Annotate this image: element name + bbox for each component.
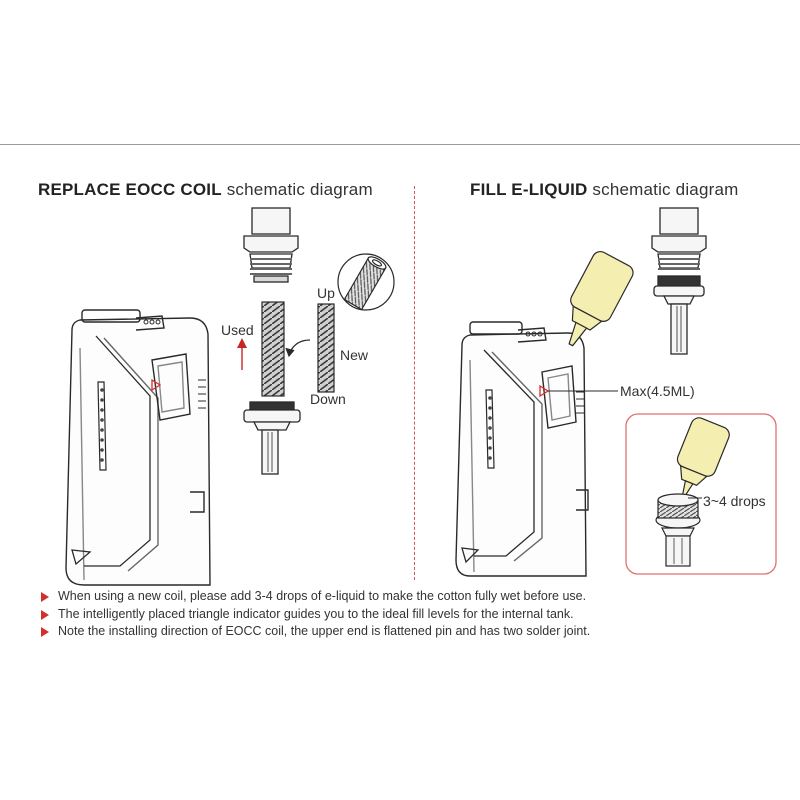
used-coil <box>261 301 285 397</box>
coil-magnifier <box>337 253 395 311</box>
triangle-bullet-icon <box>41 592 49 602</box>
note-item: The intelligently placed triangle indica… <box>38 606 778 624</box>
section-divider <box>414 186 415 580</box>
triangle-bullet-icon <box>41 609 49 620</box>
arrow-used <box>237 338 247 370</box>
arrow-swap <box>285 339 311 358</box>
label-up: Up <box>317 285 335 301</box>
top-cap-right <box>651 207 707 355</box>
note-item: Note the installing direction of EOCC co… <box>38 623 778 641</box>
label-new: New <box>340 347 369 363</box>
coil-base-left <box>243 401 301 475</box>
notes-list: When using a new coil, please add 3-4 dr… <box>38 588 778 641</box>
new-coil <box>317 303 335 393</box>
note-item: When using a new coil, please add 3-4 dr… <box>38 588 778 606</box>
label-used: Used <box>221 322 254 338</box>
label-drops: 3~4 drops <box>703 493 766 509</box>
fill-liquid-heading: FILL E-LIQUID schematic diagram <box>470 180 739 199</box>
label-down: Down <box>310 391 346 407</box>
drops-callout <box>625 413 777 575</box>
mod-device-left <box>65 309 211 586</box>
callout-bottle <box>676 417 730 499</box>
mod-device-right <box>455 321 618 577</box>
label-max: Max(4.5ML) <box>620 383 695 399</box>
triangle-bullet-icon <box>41 627 49 637</box>
top-rule <box>0 144 800 145</box>
replace-coil-heading: REPLACE EOCC COIL schematic diagram <box>38 180 373 199</box>
e-liquid-bottle <box>568 250 634 347</box>
callout-coil <box>655 493 702 567</box>
top-cap-left <box>243 207 299 283</box>
